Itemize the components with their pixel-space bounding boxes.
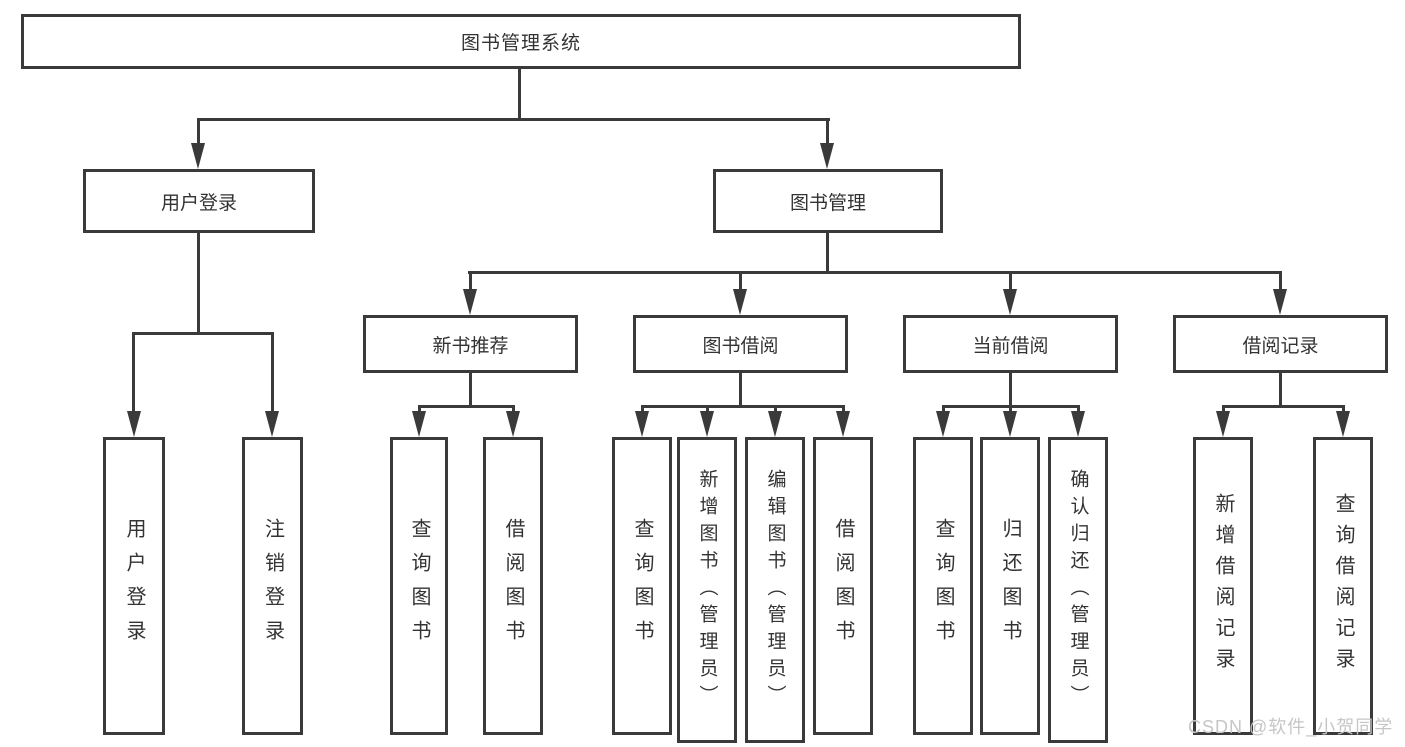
node-current-borrowing-label: 当前借阅 bbox=[972, 335, 1049, 357]
connector-user-login-stem bbox=[197, 233, 200, 334]
leaf-logout-label: 注销登录 bbox=[261, 518, 284, 654]
connector-new-book-stem bbox=[469, 373, 472, 407]
connector-stub-new-book bbox=[469, 271, 472, 291]
arrowhead-borrow-record bbox=[1273, 289, 1287, 315]
connector-stub bbox=[942, 405, 945, 413]
connector-new-book-branch bbox=[418, 405, 515, 408]
arrowhead bbox=[506, 411, 520, 437]
connector-stub bbox=[706, 405, 709, 413]
arrowhead bbox=[635, 411, 649, 437]
leaf-query-borrow-record-label: 查询借阅记录 bbox=[1332, 493, 1354, 679]
connector-stub bbox=[1222, 405, 1225, 413]
connector-stub bbox=[512, 405, 515, 413]
node-borrowing-records: 借阅记录 bbox=[1173, 315, 1388, 373]
connector-stub bbox=[1009, 405, 1012, 413]
node-new-book-recommend: 新书推荐 bbox=[363, 315, 578, 373]
arrowhead-book-management bbox=[820, 143, 834, 169]
node-book-management: 图书管理 bbox=[713, 169, 943, 233]
connector-book-borrow-branch bbox=[641, 405, 845, 408]
leaf-add-books-admin-label: 新增图书（管理员） bbox=[696, 468, 718, 712]
arrowhead-new-book bbox=[463, 289, 477, 315]
connector-user-login-branch bbox=[132, 332, 274, 335]
leaf-query-books-borrowing-label: 查询图书 bbox=[631, 518, 653, 654]
leaf-borrow-books-recommend: 借阅图书 bbox=[483, 437, 543, 735]
leaf-user-login: 用户登录 bbox=[103, 437, 165, 735]
leaf-add-books-admin: 新增图书（管理员） bbox=[677, 437, 737, 743]
connector-stub-logout-leaf bbox=[271, 332, 274, 412]
connector-stub bbox=[418, 405, 421, 413]
node-book-borrowing-label: 图书借阅 bbox=[702, 335, 779, 357]
arrowhead bbox=[1071, 411, 1085, 437]
node-current-borrowing: 当前借阅 bbox=[903, 315, 1118, 373]
leaf-query-borrow-record: 查询借阅记录 bbox=[1313, 437, 1373, 735]
leaf-add-borrow-record: 新增借阅记录 bbox=[1193, 437, 1253, 735]
connector-stub bbox=[1342, 405, 1345, 413]
arrowhead bbox=[936, 411, 950, 437]
arrowhead bbox=[1216, 411, 1230, 437]
connector-book-borrow-stem bbox=[739, 373, 742, 407]
leaf-borrow-books-recommend-label: 借阅图书 bbox=[502, 518, 524, 654]
leaf-borrow-books-borrowing: 借阅图书 bbox=[813, 437, 873, 735]
connector-root-stem bbox=[518, 69, 521, 120]
node-new-book-recommend-label: 新书推荐 bbox=[432, 335, 509, 357]
leaf-edit-books-admin: 编辑图书（管理员） bbox=[745, 437, 805, 743]
node-library-system-label: 图书管理系统 bbox=[460, 33, 581, 54]
leaf-add-borrow-record-label: 新增借阅记录 bbox=[1212, 493, 1234, 679]
node-book-borrowing: 图书借阅 bbox=[633, 315, 848, 373]
connector-stub bbox=[842, 405, 845, 413]
node-borrowing-records-label: 借阅记录 bbox=[1242, 335, 1319, 357]
connector-current-borrow-stem bbox=[1009, 373, 1012, 407]
connector-stub bbox=[1077, 405, 1080, 413]
leaf-query-books-recommend: 查询图书 bbox=[390, 437, 448, 735]
arrowhead bbox=[412, 411, 426, 437]
connector-borrow-record-stem bbox=[1279, 373, 1282, 407]
arrowhead-user-login bbox=[191, 143, 205, 169]
arrowhead-logout-leaf bbox=[265, 411, 279, 437]
arrowhead bbox=[700, 411, 714, 437]
connector-stub-current-borrow bbox=[1009, 271, 1012, 291]
connector-stub-borrow-record bbox=[1279, 271, 1282, 291]
leaf-user-login-label: 用户登录 bbox=[123, 518, 145, 654]
leaf-return-books: 归还图书 bbox=[980, 437, 1040, 735]
arrowhead bbox=[836, 411, 850, 437]
arrowhead bbox=[768, 411, 782, 437]
leaf-logout: 注销登录 bbox=[242, 437, 303, 735]
node-book-management-label: 图书管理 bbox=[789, 192, 866, 214]
connector-stub bbox=[774, 405, 777, 413]
node-user-login-label: 用户登录 bbox=[160, 192, 237, 214]
connector-stub bbox=[641, 405, 644, 413]
connector-stub-user-login bbox=[197, 118, 200, 145]
connector-borrow-record-branch bbox=[1222, 405, 1345, 408]
leaf-return-books-label: 归还图书 bbox=[999, 518, 1021, 654]
connector-stub-book-management bbox=[826, 118, 829, 145]
leaf-query-books-borrowing: 查询图书 bbox=[612, 437, 672, 735]
connector-book-mgmt-branch bbox=[468, 271, 1281, 274]
csdn-watermark: CSDN @软件_小贺同学 bbox=[1188, 717, 1394, 737]
arrowhead-book-borrow bbox=[733, 289, 747, 315]
leaf-confirm-return-admin-label: 确认归还（管理员） bbox=[1067, 468, 1089, 712]
leaf-confirm-return-admin: 确认归还（管理员） bbox=[1048, 437, 1108, 743]
leaf-query-books-current: 查询图书 bbox=[913, 437, 973, 735]
leaf-query-books-recommend-label: 查询图书 bbox=[408, 518, 430, 654]
leaf-edit-books-admin-label: 编辑图书（管理员） bbox=[764, 468, 786, 712]
arrowhead bbox=[1336, 411, 1350, 437]
connector-root-branch bbox=[197, 118, 830, 121]
node-user-login: 用户登录 bbox=[83, 169, 315, 233]
leaf-borrow-books-borrowing-label: 借阅图书 bbox=[832, 518, 854, 654]
arrowhead-login-leaf bbox=[127, 411, 141, 437]
arrowhead bbox=[1003, 411, 1017, 437]
leaf-query-books-current-label: 查询图书 bbox=[932, 518, 954, 654]
connector-book-mgmt-stem bbox=[826, 233, 829, 273]
node-library-system: 图书管理系统 bbox=[21, 14, 1021, 69]
connector-stub-login-leaf bbox=[132, 332, 135, 412]
arrowhead-current-borrow bbox=[1003, 289, 1017, 315]
connector-stub-book-borrow bbox=[739, 271, 742, 291]
